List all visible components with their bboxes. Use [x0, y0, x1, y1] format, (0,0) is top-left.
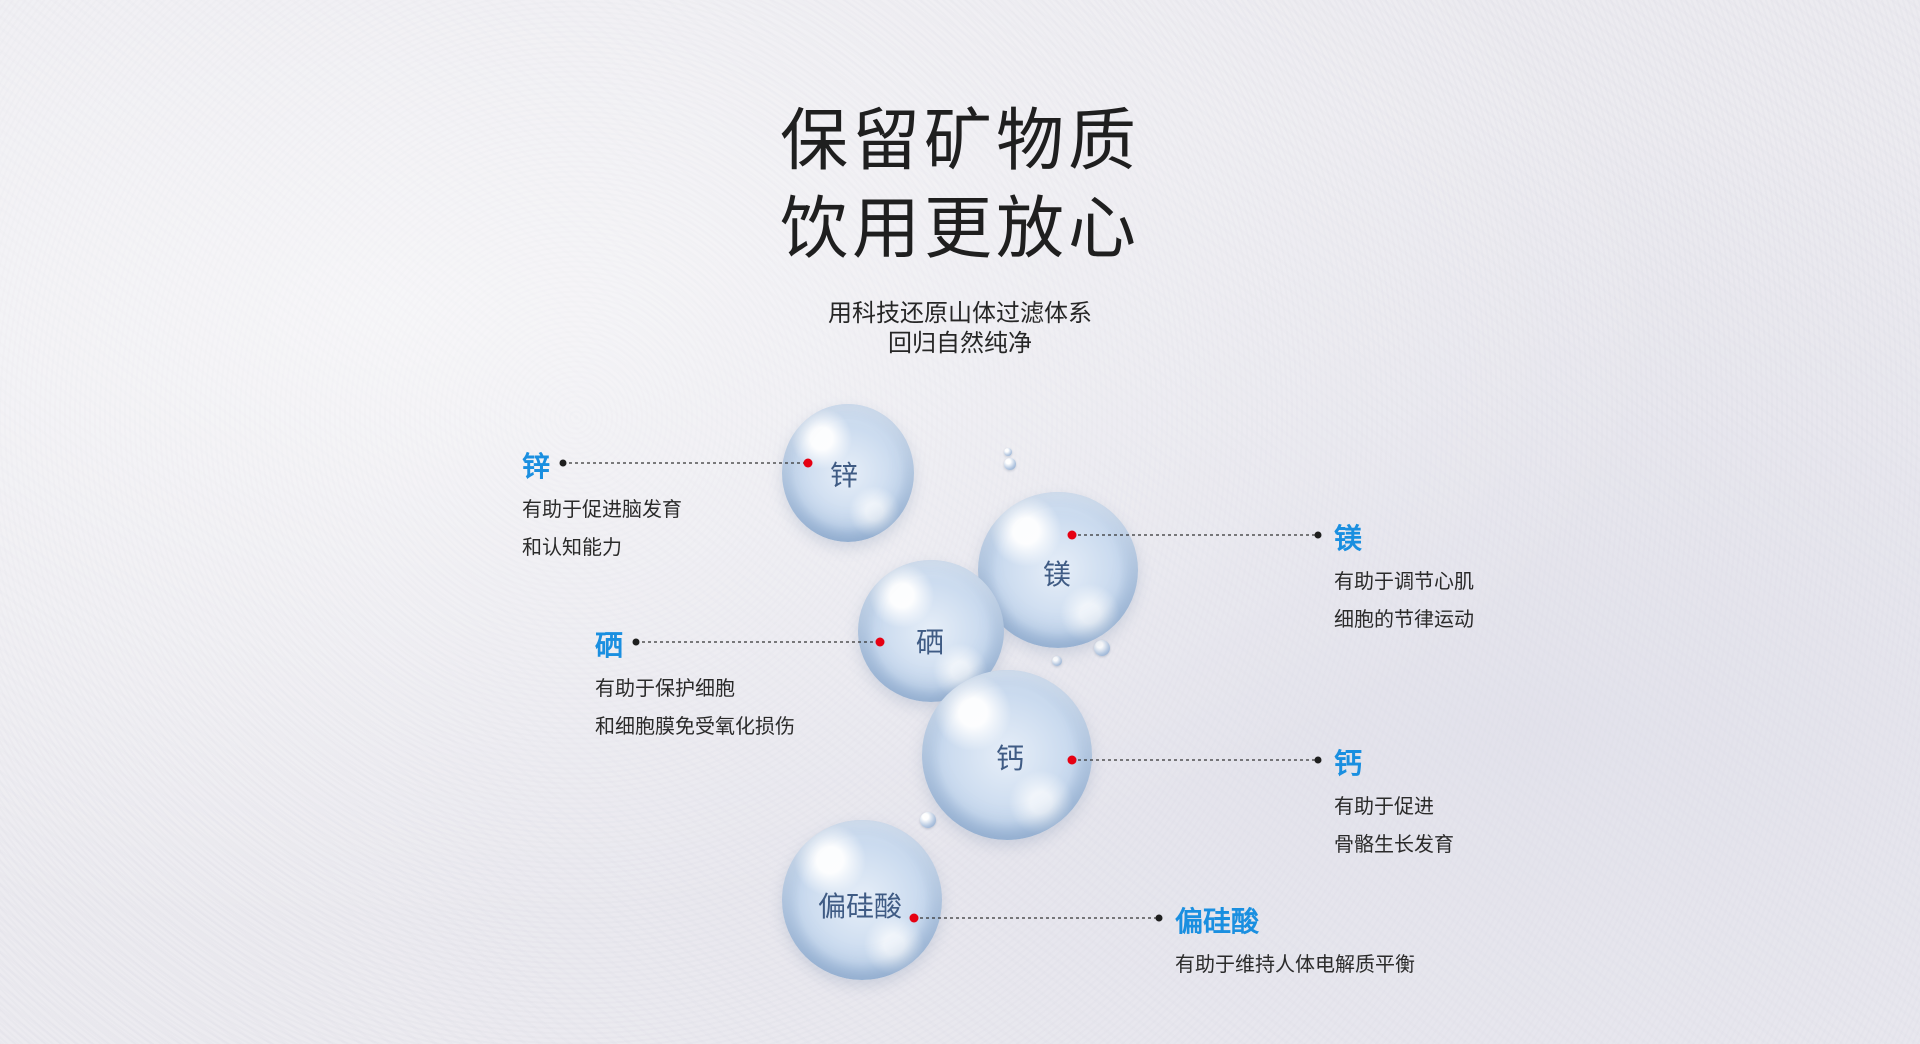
zinc-title: 锌: [522, 450, 551, 483]
headline-line-1: 保留矿物质: [779, 102, 1140, 181]
water-droplet: [1052, 656, 1062, 666]
magnesium-bubble-label: 镁: [1043, 558, 1072, 591]
water-droplet: [1004, 448, 1012, 456]
selenium-bubble-label: 硒: [916, 626, 945, 659]
zinc-description-line-1: 有助于促进脑发育: [522, 497, 682, 521]
magnesium-description-line-2: 细胞的节律运动: [1334, 607, 1474, 631]
selenium-description-line-2: 和细胞膜免受氧化损伤: [595, 714, 795, 738]
selenium-title: 硒: [595, 629, 624, 662]
metasilicic-acid-bubble: [782, 820, 942, 980]
zinc-bubble: [782, 404, 914, 542]
calcium-bubble-label: 钙: [996, 742, 1025, 775]
water-droplet: [1094, 640, 1110, 656]
zinc-marker-dot: [803, 458, 813, 468]
magnesium-title: 镁: [1334, 522, 1363, 555]
metasilicic-acid-title: 偏硅酸: [1175, 905, 1260, 938]
selenium-description-line-1: 有助于保护细胞: [595, 676, 735, 700]
zinc-description-line-2: 和认知能力: [522, 535, 622, 559]
metasilicic-acid-bubble-label: 偏硅酸: [818, 890, 903, 923]
magnesium-bubble: [978, 492, 1138, 648]
selenium-marker-dot: [875, 637, 885, 647]
calcium-callout-end-dot: [1314, 756, 1322, 764]
calcium-description-line-2: 骨骼生长发育: [1334, 832, 1454, 856]
headline-line-2: 饮用更放心: [779, 190, 1140, 269]
zinc-bubble-label: 锌: [830, 459, 859, 492]
water-droplet: [920, 812, 936, 828]
zinc-callout-end-dot: [559, 459, 567, 467]
metasilicic-acid-description-line-1: 有助于维持人体电解质平衡: [1175, 952, 1415, 976]
magnesium-marker-dot: [1067, 530, 1077, 540]
calcium-title: 钙: [1334, 747, 1363, 780]
magnesium-description-line-1: 有助于调节心肌: [1334, 569, 1474, 593]
magnesium-callout-end-dot: [1314, 531, 1322, 539]
subtitle-line-1: 用科技还原山体过滤体系: [828, 299, 1092, 327]
water-droplet: [1004, 458, 1016, 470]
selenium-callout-end-dot: [632, 638, 640, 646]
subtitle-line-2: 回归自然纯净: [888, 329, 1032, 357]
calcium-bubble: [922, 670, 1092, 840]
calcium-marker-dot: [1067, 755, 1077, 765]
calcium-description-line-1: 有助于促进: [1334, 794, 1434, 818]
metasilicic-acid-marker-dot: [909, 913, 919, 923]
metasilicic-acid-callout-end-dot: [1155, 914, 1163, 922]
